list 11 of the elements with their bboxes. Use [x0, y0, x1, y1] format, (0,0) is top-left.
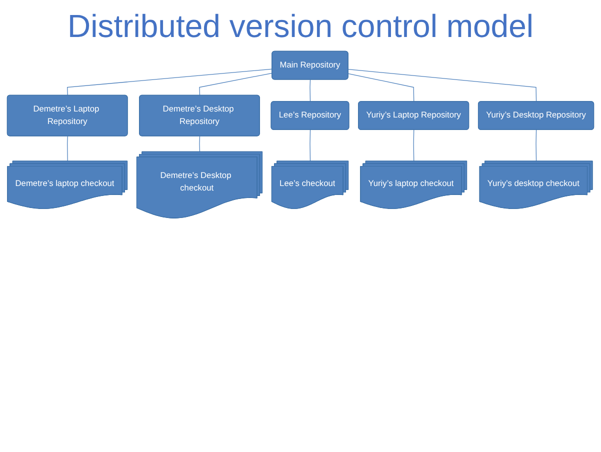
connector [67, 68, 272, 96]
connector [348, 73, 414, 102]
connector [199, 72, 272, 96]
connector [310, 79, 311, 102]
connector [536, 130, 537, 162]
connector [199, 136, 200, 152]
connector [67, 136, 68, 162]
connector [348, 68, 537, 102]
connector [310, 130, 311, 162]
connector [413, 130, 414, 162]
title: Distributed version control model [66, 8, 534, 45]
